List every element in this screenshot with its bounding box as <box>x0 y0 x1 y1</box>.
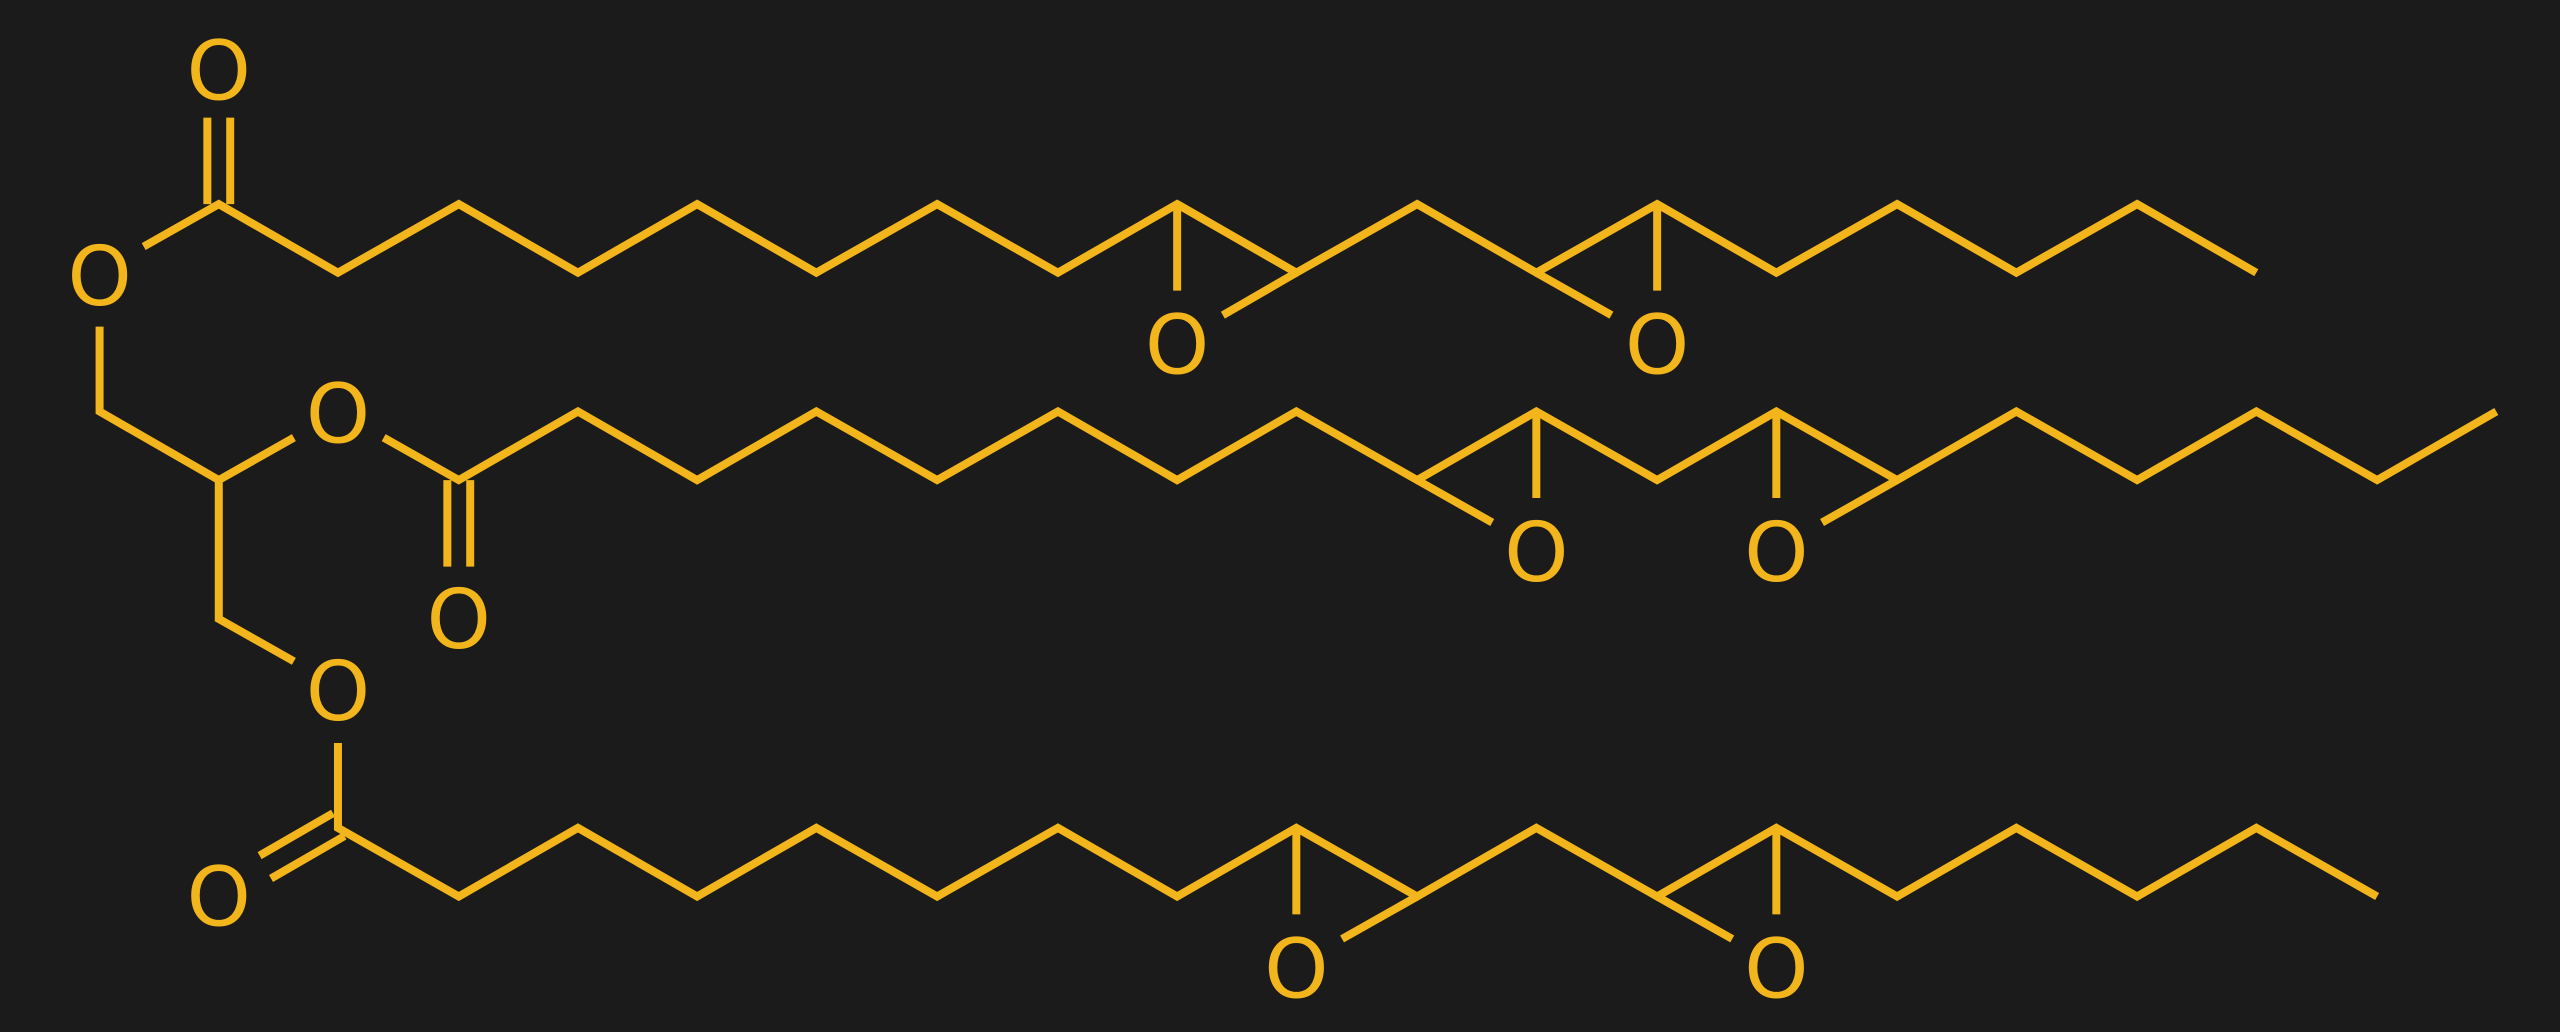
oxygen-atom-label-10: O <box>1744 506 1808 601</box>
bond-path-3 <box>1175 200 1299 277</box>
bond-path-9 <box>381 406 2499 485</box>
oxygen-atom-label-7: O <box>1145 299 1209 394</box>
oxygen-atom-label-3: O <box>306 367 370 462</box>
oxygen-atom-label-8: O <box>1625 299 1689 394</box>
bond-layer <box>95 117 2499 943</box>
oxygen-atom-label-12: O <box>1744 922 1808 1017</box>
oxygen-atom-label-1: O <box>187 24 251 119</box>
bond-path-7 <box>95 326 296 485</box>
bond-path-10 <box>1415 476 1495 527</box>
oxygen-atom-label-2: O <box>67 230 131 325</box>
oxygen-atom-label-9: O <box>1504 506 1568 601</box>
bond-path-13 <box>1820 476 1900 527</box>
bond-path-5 <box>1534 269 1614 319</box>
bond-path-17 <box>1655 892 1735 943</box>
bond-path-14 <box>333 742 2380 902</box>
double-bond-line-5 <box>257 809 336 860</box>
oxygen-atom-label-4: O <box>427 573 491 668</box>
oxygen-atom-label-6: O <box>187 851 251 946</box>
oxygen-atom-label-5: O <box>306 645 370 740</box>
oxygen-atom-label-11: O <box>1264 922 1328 1017</box>
bond-path-8 <box>214 480 296 665</box>
bond-path-4 <box>1220 269 1299 319</box>
double-bond-line-6 <box>269 832 347 882</box>
bond-path-16 <box>1340 892 1420 943</box>
